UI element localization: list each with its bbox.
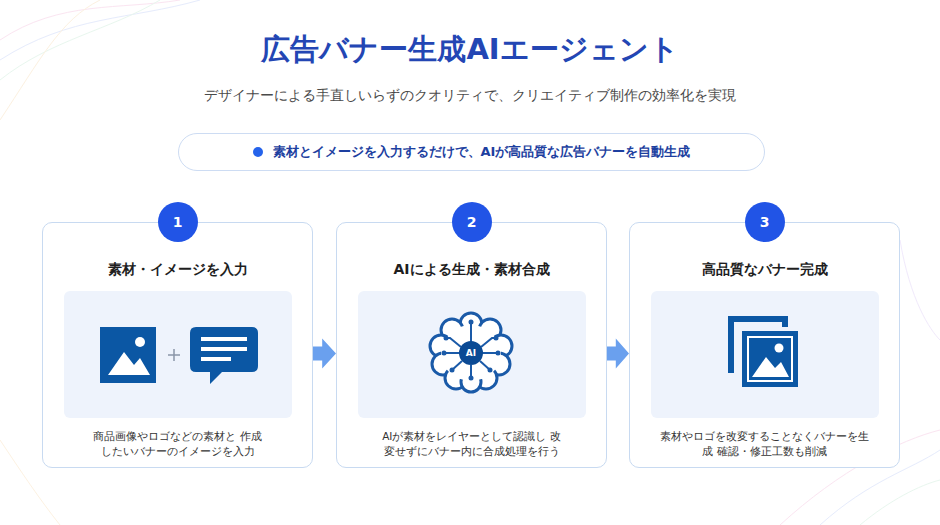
circuit-dot: [444, 336, 449, 341]
bubble-line: [201, 337, 247, 341]
image-inner-frame: [748, 337, 792, 381]
circuit-dot: [488, 368, 493, 373]
bubble-line: [201, 347, 247, 351]
brain-lobe: [430, 335, 452, 357]
image-mountain: [108, 352, 150, 375]
back-image-frame: [731, 319, 785, 373]
summary-pill: 素材とイメージを入力するだけで、AIが高品質な広告バナーを自動生成: [178, 133, 765, 171]
bubble-line: [201, 357, 231, 361]
circuit-line: [480, 361, 490, 370]
circuit-dot: [469, 376, 474, 381]
brain-lobe: [490, 335, 512, 357]
icon-panel: [651, 291, 879, 418]
circuit-dot: [450, 368, 455, 373]
plus-sign: [168, 349, 180, 361]
step-number-circle: 2: [452, 202, 492, 242]
flow-arrow: [313, 339, 336, 369]
step-number: 2: [467, 214, 477, 230]
step-description: 素材やロゴを改変することなくバナーを生成 確認・修正工数も削減: [656, 429, 874, 459]
image-frame: [742, 331, 798, 387]
bullet-dot: [253, 147, 263, 157]
plus-bar: [173, 349, 175, 361]
ai-chip: [459, 341, 483, 365]
circuit-line: [446, 338, 461, 347]
brain-lobe: [488, 353, 510, 375]
step-description: AIが素材をレイヤーとして認識し 改変せずにバナー内に合成処理を行う: [381, 429, 563, 459]
brain-lobe: [441, 319, 463, 341]
circuit-line: [470, 322, 472, 342]
chip-label: AI: [459, 344, 483, 362]
brain-core: [441, 325, 501, 381]
brain-icon: [430, 313, 512, 392]
image-mountain: [752, 357, 789, 377]
swirl-line: [900, 240, 940, 340]
swirl-line: [0, 0, 100, 120]
circuit-dots: [442, 320, 501, 381]
brain-lobe: [432, 353, 454, 375]
step-card: 素材・イメージを入力商品画像やロゴなどの素材と 作成したいバナーのイメージを入力…: [42, 222, 313, 468]
image-sun: [135, 337, 145, 347]
bubble-shape: [190, 327, 258, 384]
step-number-circle: 3: [745, 202, 785, 242]
image-frame: [100, 327, 156, 383]
flow-arrow: [607, 339, 629, 369]
image-icon: [100, 327, 156, 383]
image-sun: [775, 344, 784, 353]
brain-lobe: [479, 319, 501, 341]
step-number: 3: [760, 214, 770, 230]
brain-lobe: [445, 367, 467, 389]
step-heading: 素材・イメージを入力: [43, 261, 312, 279]
circuit-dot: [469, 320, 474, 325]
brain-circuits: [444, 322, 498, 378]
circuit-line: [452, 361, 462, 370]
step-card: AIによる生成・素材合成 AIが素材をレイヤーとして認識し 改変せずにバナー内に合…: [336, 222, 607, 468]
circuit-line: [444, 352, 460, 354]
circuit-line: [482, 352, 498, 354]
speech-bubble-icon: [190, 327, 258, 384]
circuit-dot: [494, 336, 499, 341]
swirl-line: [0, 0, 160, 80]
step-card: 高品質なバナー完成素材やロゴを改変することなくバナーを生成 確認・修正工数も削減…: [629, 222, 900, 468]
diagram-title: 広告バナー生成AIエージェント: [0, 30, 940, 70]
brain-lobe: [475, 367, 497, 389]
step-heading: AIによる生成・素材合成: [337, 261, 606, 279]
arrow-shape: [607, 339, 629, 369]
step-heading: 高品質なバナー完成: [630, 261, 899, 279]
icon-panel: [358, 291, 586, 418]
swirl-line: [0, 0, 200, 60]
brain-lobes: [430, 313, 512, 392]
plus-bar: [168, 354, 180, 356]
brain-lobe: [460, 313, 482, 335]
step-number: 1: [173, 214, 183, 230]
subtitle-text: デザイナーによる手直しいらずのクオリティで、クリエイティブ制作の効率化を実現: [0, 87, 940, 105]
stacked-images-icon: [731, 319, 798, 387]
summary-text: 素材とイメージを入力するだけで、AIが高品質な広告バナーを自動生成: [273, 143, 691, 161]
step-description: 商品画像やロゴなどの素材と 作成したいバナーのイメージを入力: [92, 429, 264, 459]
icon-panel: [64, 291, 292, 418]
circuit-dot: [496, 351, 501, 356]
brain-lobe: [461, 372, 481, 392]
circuit-dot: [442, 351, 447, 356]
arrow-shape: [313, 339, 336, 369]
circuit-line: [470, 365, 472, 378]
step-number-circle: 1: [158, 202, 198, 242]
circuit-line: [481, 338, 496, 347]
swirl-line: [860, 480, 940, 525]
